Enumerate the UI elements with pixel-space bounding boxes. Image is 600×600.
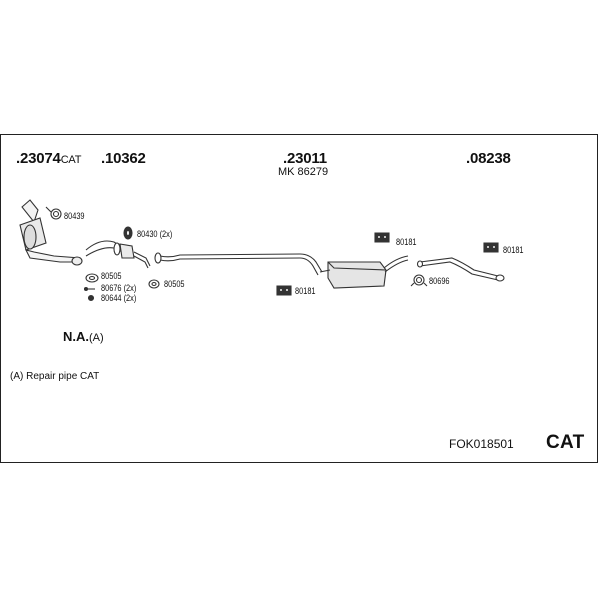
nut-80644: [87, 294, 95, 302]
hanger-80181-muffler: [374, 232, 390, 243]
part-number-label: .10362: [101, 150, 146, 167]
component-label: 80439: [64, 211, 85, 221]
component-label: 80644 (2x): [101, 293, 137, 303]
clamp-80696: [410, 274, 428, 287]
tail-pipe-part: [416, 257, 505, 282]
component-label: 80181: [295, 286, 316, 296]
part-number-label: .08238: [466, 150, 511, 167]
catalytic-converter-part: [19, 199, 83, 266]
na-label: N.A.(A): [63, 329, 104, 344]
type-label: CAT: [546, 432, 585, 453]
part-sub-label: MK 86279: [278, 166, 329, 178]
component-label: 80181: [396, 237, 417, 247]
footnote: (A) Repair pipe CAT: [10, 371, 100, 382]
hanger-80181-tail: [483, 242, 499, 253]
front-pipe-part: [85, 240, 151, 269]
rear-muffler-part: [319, 255, 409, 289]
component-label: 80696: [429, 276, 450, 286]
component-label: 80181: [503, 245, 524, 255]
hanger-80181-center: [276, 285, 292, 296]
part-number-label: .23011: [283, 150, 327, 167]
diagram-frame: [0, 134, 598, 463]
part-number-label: .23074CAT: [16, 150, 82, 167]
center-pipe-part: [154, 252, 323, 276]
component-label: 80505: [164, 279, 185, 289]
component-label: 80430 (2x): [137, 229, 173, 239]
bolt-80676: [83, 286, 95, 292]
gasket-80505-lower: [148, 279, 160, 289]
gasket-80505-upper: [85, 273, 99, 283]
hanger-80430: [123, 226, 133, 240]
kit-code: FOK018501: [449, 437, 514, 451]
component-label: 80505: [101, 271, 122, 281]
clamp-80439: [45, 206, 62, 220]
component-label: 80676 (2x): [101, 283, 137, 293]
